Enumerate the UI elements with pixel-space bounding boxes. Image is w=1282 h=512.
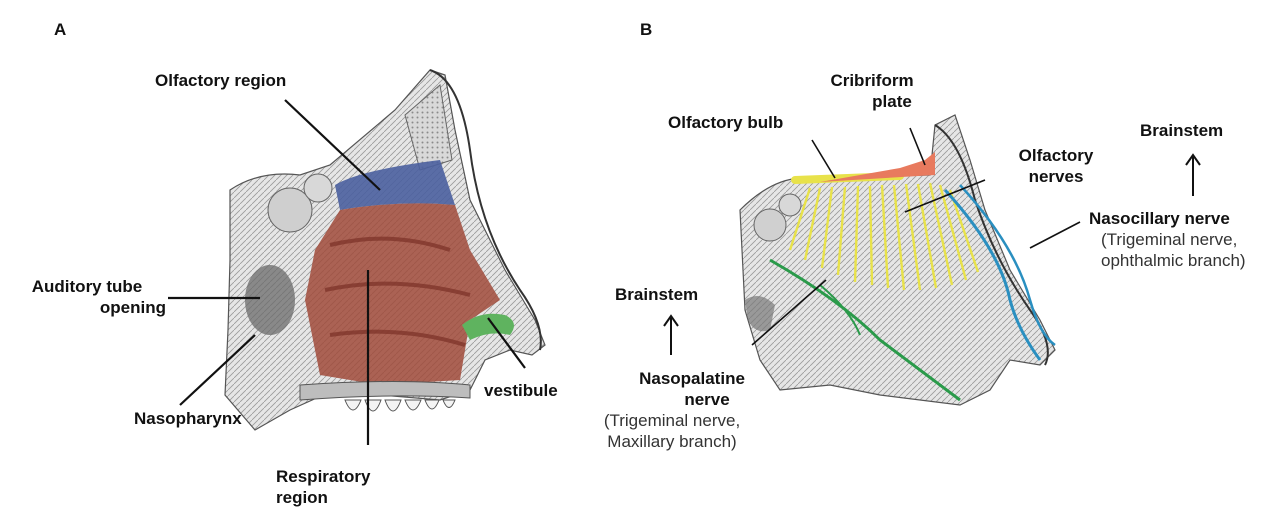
label-olfactory-nerves-line1: Olfactory xyxy=(1000,145,1112,166)
label-respiratory-line2: region xyxy=(276,487,400,508)
label-nasopalatine-sub2: Maxillary branch) xyxy=(583,431,761,452)
label-cribriform-line1: Cribriform xyxy=(812,70,932,91)
label-cribriform-line2: plate xyxy=(812,91,932,112)
panel-a-nasopharynx-shade xyxy=(245,265,295,335)
label-auditory-tube-line1: Auditory tube xyxy=(8,276,166,297)
label-respiratory-region: Respiratory region xyxy=(276,466,400,508)
label-nasocillary-sub1: (Trigeminal nerve, xyxy=(1089,229,1246,250)
label-nasopalatine-line1: Nasopalatine xyxy=(583,368,761,389)
label-nasopharynx: Nasopharynx xyxy=(134,408,242,429)
panel-a-teeth xyxy=(345,400,455,411)
label-brainstem-left: Brainstem xyxy=(615,284,698,305)
label-olfactory-nerves: Olfactory nerves xyxy=(1000,145,1112,187)
label-olfactory-region: Olfactory region xyxy=(155,70,286,91)
label-nasocillary-title: Nasocillary nerve xyxy=(1089,208,1246,229)
label-cribriform-plate: Cribriform plate xyxy=(812,70,932,112)
label-olfactory-nerves-line2: nerves xyxy=(1000,166,1112,187)
label-respiratory-line1: Respiratory xyxy=(276,466,400,487)
panel-a-sinus-2 xyxy=(304,174,332,202)
label-nasocillary-sub2: ophthalmic branch) xyxy=(1089,250,1246,271)
label-auditory-tube-line2: opening xyxy=(8,297,166,318)
label-brainstem-right: Brainstem xyxy=(1140,120,1223,141)
panel-b-sinus-2 xyxy=(779,194,801,216)
panel-b-sinus-1 xyxy=(754,209,786,241)
panel-a-letter: A xyxy=(54,20,66,40)
label-auditory-tube: Auditory tube opening xyxy=(8,276,166,318)
label-nasopalatine-nerve: Nasopalatine nerve (Trigeminal nerve, Ma… xyxy=(583,368,761,452)
label-nasopalatine-line2: nerve xyxy=(583,389,761,410)
label-vestibule: vestibule xyxy=(484,380,558,401)
label-olfactory-bulb: Olfactory bulb xyxy=(668,112,783,133)
label-nasopalatine-sub1: (Trigeminal nerve, xyxy=(583,410,761,431)
panel-b-letter: B xyxy=(640,20,652,40)
label-nasocillary-nerve: Nasocillary nerve (Trigeminal nerve, oph… xyxy=(1089,208,1246,271)
